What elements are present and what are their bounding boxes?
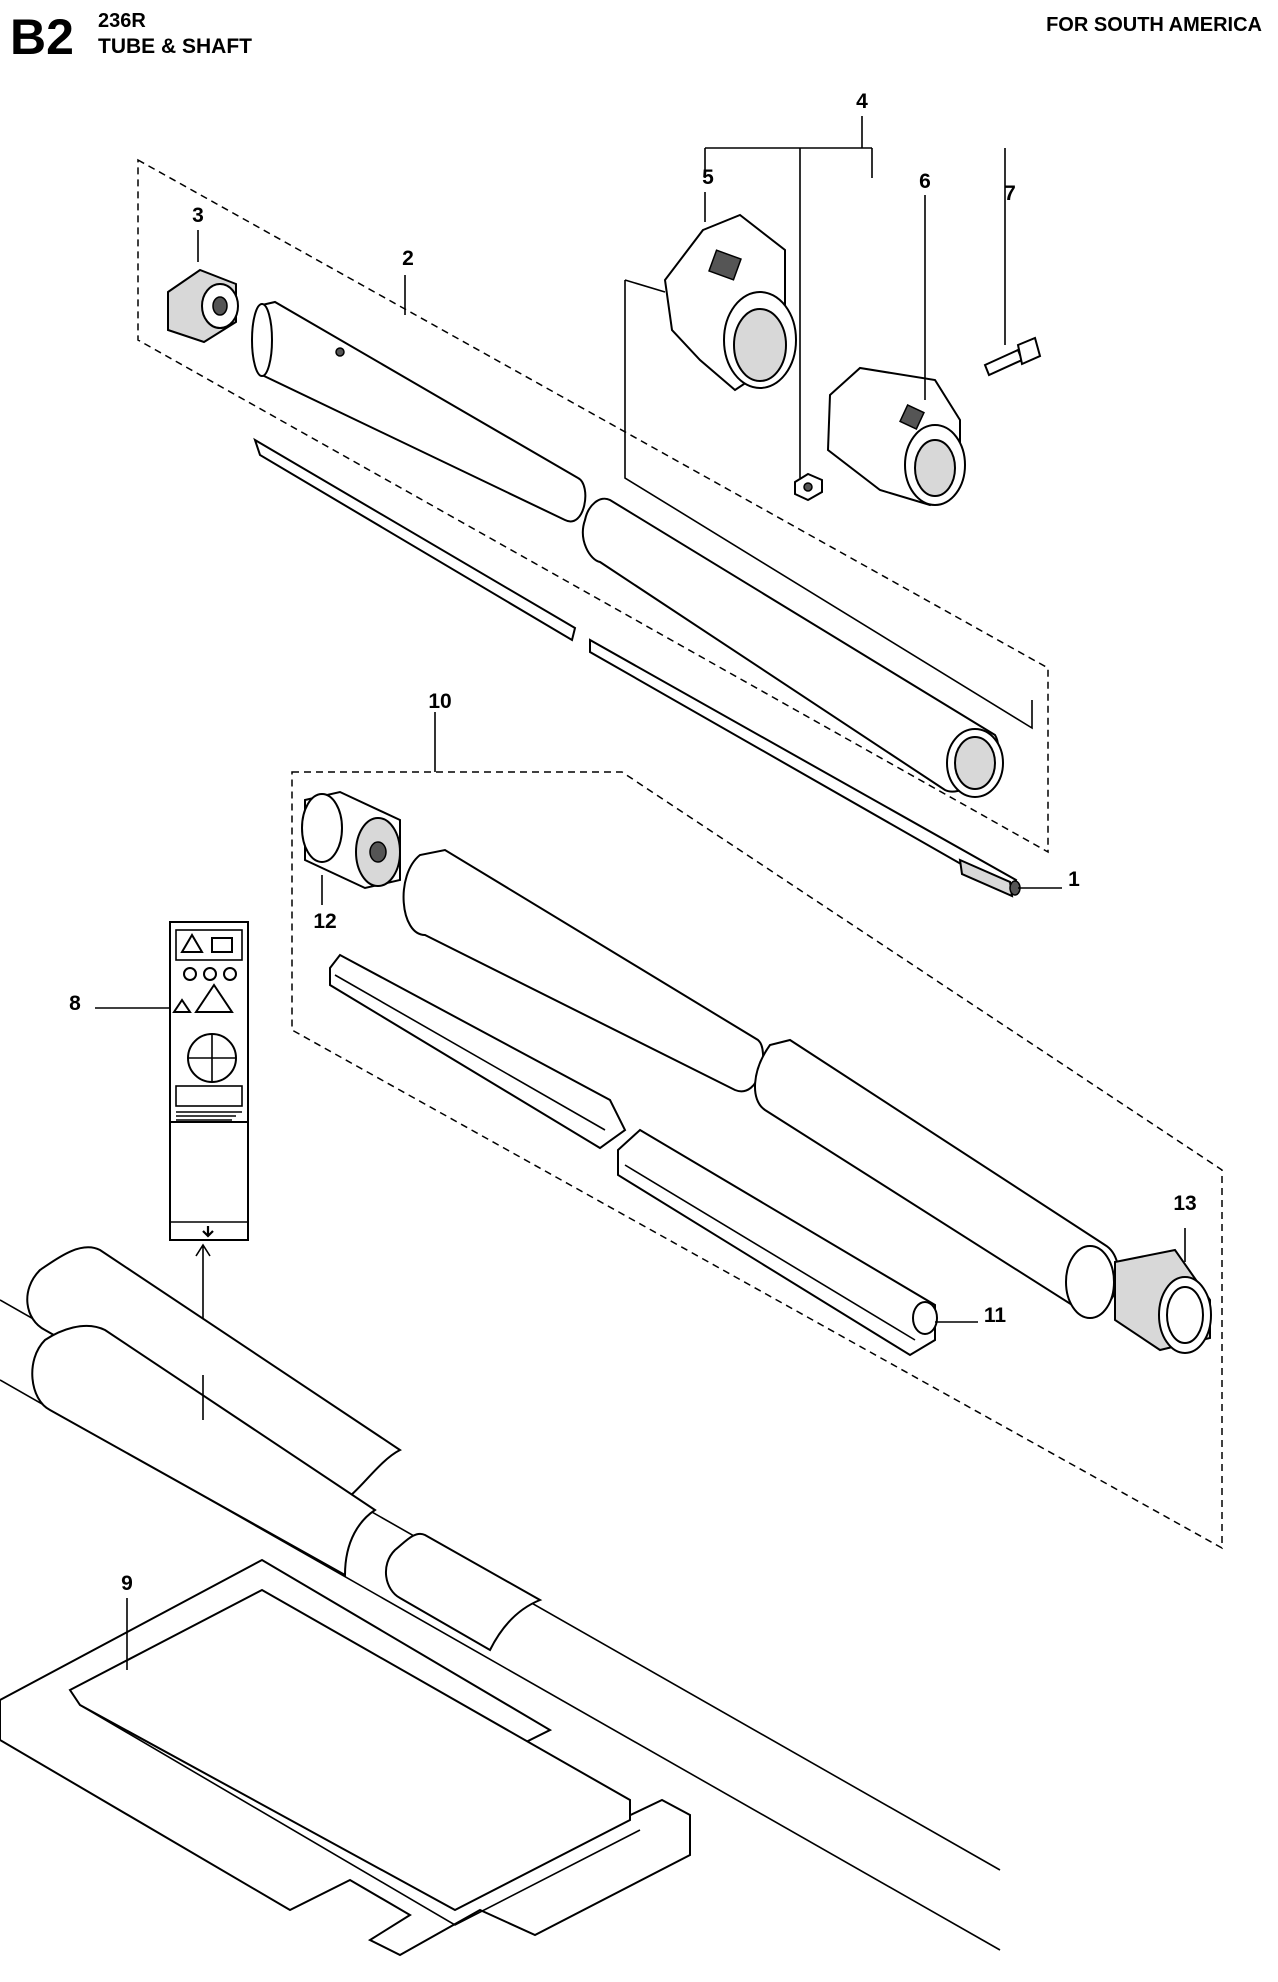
decal-placement-arrow [195, 1243, 211, 1330]
shield-part-11 [329, 953, 938, 1357]
callout-8: 8 [69, 992, 81, 1015]
model-number: 236R [98, 10, 146, 32]
callout-6: 6 [919, 170, 931, 193]
callout-numbers: 4 5 6 7 3 2 10 1 12 8 13 11 9 [69, 90, 1197, 1595]
assembly-outline-lower [291, 771, 1223, 1550]
callout-7: 7 [1004, 182, 1016, 205]
callout-2: 2 [402, 247, 414, 270]
clamp-assembly-outline [624, 279, 1033, 730]
callout-5: 5 [702, 166, 714, 189]
reference-tube-section [0, 1246, 1001, 1951]
warning-decal-part-8 [169, 921, 249, 1241]
callout-12: 12 [313, 910, 336, 933]
callout-9: 9 [121, 1572, 133, 1595]
callout-3: 3 [192, 204, 204, 227]
diagram-title: TUBE & SHAFT [98, 35, 252, 58]
leader-lines [95, 116, 1186, 1670]
assembly-outline-upper [137, 158, 1049, 854]
end-cap-part-12 [301, 790, 401, 890]
shaft-part-1 [253, 437, 1021, 898]
tube-part-2 [251, 300, 1004, 798]
region-label: FOR SOUTH AMERICA [1046, 14, 1262, 36]
bushing-part-3 [167, 268, 239, 344]
label-sheet-part-9 [0, 1558, 691, 1957]
callout-11: 11 [984, 1304, 1007, 1327]
clamp-part-5 [663, 213, 797, 392]
section-code: B2 [10, 9, 74, 65]
end-cap-part-13 [1114, 1248, 1212, 1354]
screw-part-7 [983, 336, 1042, 377]
clamp-part-6 [826, 366, 966, 507]
callout-13: 13 [1173, 1192, 1196, 1215]
callout-1: 1 [1068, 868, 1080, 891]
callout-10: 10 [428, 690, 451, 713]
nut-part [794, 472, 823, 502]
tube-part-10 [402, 848, 1120, 1319]
callout-4: 4 [856, 90, 868, 113]
